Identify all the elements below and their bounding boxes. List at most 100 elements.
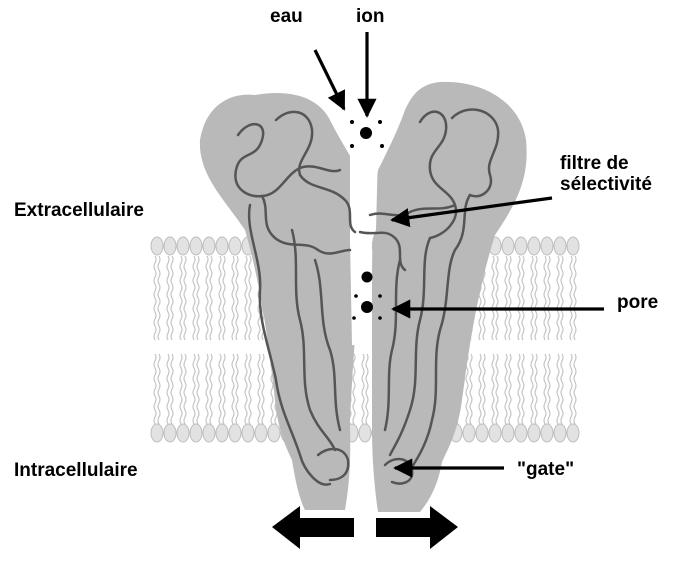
arrow-right-icon [376,506,458,549]
lipid-tail [505,354,507,424]
lipid-head [151,237,163,255]
lipid-tail [180,256,182,340]
lipid-tail [171,354,173,424]
lipid-tail [180,354,182,424]
label-extracellulaire: Extracellulaire [14,200,144,221]
lipid-tail [232,354,234,424]
lipid-tail [249,256,251,340]
lipid-tail [236,354,238,424]
lipid-tail [249,354,251,424]
lipid-tail [557,256,559,340]
lipid-tail [210,256,212,340]
lipid-head [255,424,267,442]
lipid-tail [561,354,563,424]
lipid-tail [158,354,160,424]
lipid-tail [561,256,563,340]
lipid-tail [557,354,559,424]
lipid-head [528,237,540,255]
label-filtre-line1: filtre de [560,153,652,174]
lipid-heads-bottom-row [151,424,579,442]
lipid-head [515,237,527,255]
lipid-tail [154,256,156,340]
lipid-head [528,424,540,442]
lipid-tail [522,256,524,340]
lipid-head [203,424,215,442]
lipid-tail [570,354,572,424]
lipid-head [476,424,488,442]
lipid-tail [167,256,169,340]
label-filtre-line2: sélectivité [560,174,652,195]
lipid-head [216,424,228,442]
label-eau: eau [270,6,303,27]
lipid-tail [496,354,498,424]
lipid-head [229,424,241,442]
lipid-tail [232,256,234,340]
lipid-tail [544,354,546,424]
lipid-tail [492,354,494,424]
lipid-tail [197,354,199,424]
lipid-head [190,424,202,442]
lipid-tail [223,354,225,424]
lipid-head [489,424,501,442]
lipid-tail [171,256,173,340]
lipid-head [268,424,280,442]
lipid-head [203,237,215,255]
lipid-tail [362,354,364,424]
lipid-tail [505,256,507,340]
lipid-tail [258,354,260,424]
arrow-left-icon [272,506,354,549]
lipid-head [463,424,475,442]
lipid-tail [167,354,169,424]
lipid-head [242,424,254,442]
lipid-tail [535,256,537,340]
label-pore: pore [617,292,658,313]
lipid-tail [518,256,520,340]
lipid-head [541,237,553,255]
lipid-tail [245,256,247,340]
lipid-head [567,237,579,255]
lipid-head [554,237,566,255]
lipid-tail [531,256,533,340]
lipid-tail [479,354,481,424]
lipid-head [216,237,228,255]
lipid-tail [544,256,546,340]
lipid-tail [548,354,550,424]
lipid-head [515,424,527,442]
lipid-head [567,424,579,442]
lipid-tail [206,256,208,340]
lipid-tail [245,354,247,424]
lipid-head [229,237,241,255]
lipid-tail [223,256,225,340]
label-gate: "gate" [517,459,574,480]
lipid-head [151,424,163,442]
label-filtre-de-selectivite: filtre de sélectivité [560,153,652,195]
lipid-tail [574,354,576,424]
lipid-tail [570,256,572,340]
lipid-tail [353,354,355,424]
lipid-tail [470,354,472,424]
lipid-head [502,424,514,442]
lipid-tail [496,256,498,340]
lipid-tail [219,354,221,424]
lipid-tail [184,256,186,340]
lipid-tail [219,256,221,340]
lipid-tail [483,354,485,424]
lipid-tail [531,354,533,424]
lipid-head [502,237,514,255]
lipid-tail [193,256,195,340]
lipid-head [541,424,553,442]
lipid-head [164,237,176,255]
lipid-tail [236,256,238,340]
lipid-tail [184,354,186,424]
lipid-tail [193,354,195,424]
lipid-head [554,424,566,442]
lipid-head [164,424,176,442]
label-ion: ion [356,6,385,27]
lipid-head [190,237,202,255]
lipid-tail [206,354,208,424]
lipid-tail [548,256,550,340]
lipid-tail [509,256,511,340]
arrow-eau [315,50,344,109]
lipid-tail [366,354,368,424]
lipid-tail [154,354,156,424]
